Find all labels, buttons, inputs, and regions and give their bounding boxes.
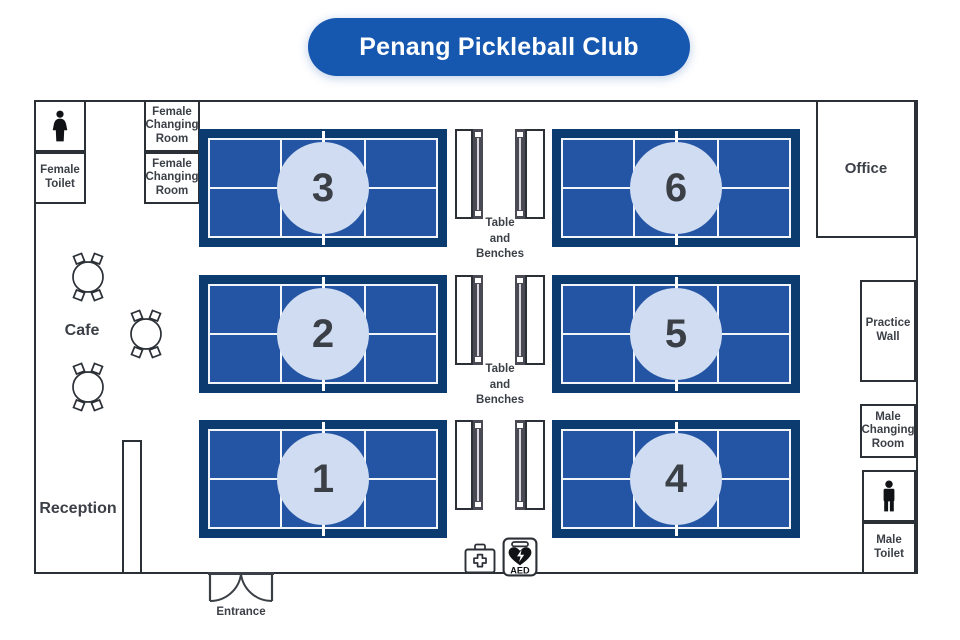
table-and-benches-bottom-left[interactable]	[455, 420, 485, 510]
court-2-number-badge: 2	[277, 288, 369, 380]
first-aid-kit-icon[interactable]	[463, 541, 497, 575]
table-bottom-left	[455, 420, 473, 510]
table-lower-right	[525, 275, 545, 365]
court-4-service-line-left	[563, 478, 634, 480]
court-1-service-line-right	[365, 478, 436, 480]
court-5-number: 5	[664, 312, 688, 356]
court-4-number: 4	[664, 457, 688, 501]
bench-lower-right	[515, 275, 525, 365]
female-changing-room-lower-label: Female Changing Room	[145, 157, 199, 197]
court-6-number: 6	[664, 166, 688, 210]
court-5-number-badge: 5	[630, 288, 722, 380]
bench-upper-left	[473, 129, 483, 219]
bench-bottom-left	[473, 420, 483, 510]
table-and-benches-bottom-right[interactable]	[515, 420, 545, 510]
bench-upper-right	[515, 129, 525, 219]
reception-counter[interactable]	[122, 440, 142, 574]
court-3-number: 3	[311, 166, 335, 210]
bench-lower-left	[473, 275, 483, 365]
entrance-doors[interactable]	[207, 572, 275, 606]
court-3-service-line-right	[365, 187, 436, 189]
male-toilet-icon-box	[862, 470, 916, 522]
female-restroom-icon	[49, 110, 71, 142]
aed-icon[interactable]: AED	[502, 537, 538, 577]
court-2[interactable]: 2	[199, 275, 447, 393]
reception-label: Reception	[39, 500, 117, 517]
court-1-number: 1	[311, 457, 335, 501]
court-1-number-badge: 1	[277, 433, 369, 525]
table-and-benches-lower-right[interactable]	[515, 275, 545, 365]
entrance-label: Entrance	[216, 606, 266, 618]
practice-wall[interactable]: Practice Wall	[860, 280, 916, 382]
cafe-label: Cafe	[64, 322, 100, 339]
female-toilet-icon-box	[34, 100, 86, 152]
court-6-service-line-left	[563, 187, 634, 189]
office-room[interactable]: Office	[816, 100, 916, 238]
court-4-number-badge: 4	[630, 433, 722, 525]
court-4[interactable]: 4	[552, 420, 800, 538]
table-and-benches-upper-right[interactable]	[515, 129, 545, 219]
table-and-benches-upper-left[interactable]	[455, 129, 485, 219]
table-and-benches-upper-label: Table and Benches	[476, 217, 524, 261]
court-1[interactable]: 1	[199, 420, 447, 538]
court-6-number-badge: 6	[630, 142, 722, 234]
female-toilet-room[interactable]: Female Toilet	[34, 152, 86, 204]
male-changing-room-label: Male Changing Room	[861, 410, 915, 450]
table-upper-left	[455, 129, 473, 219]
female-changing-room-upper-label: Female Changing Room	[145, 105, 199, 145]
male-changing-room[interactable]: Male Changing Room	[860, 404, 916, 458]
court-5-service-line-right	[718, 333, 789, 335]
court-4-service-line-right	[718, 478, 789, 480]
cafe-table-2[interactable]	[119, 307, 173, 361]
court-3-number-badge: 3	[277, 142, 369, 234]
cafe-table-1[interactable]	[61, 250, 115, 304]
page-title: Penang Pickleball Club	[359, 32, 639, 61]
page-title-banner: Penang Pickleball Club	[308, 18, 690, 76]
table-lower-left	[455, 275, 473, 365]
table-and-benches-lower-label: Table and Benches	[476, 363, 524, 407]
table-bottom-right	[525, 420, 545, 510]
female-changing-room-upper[interactable]: Female Changing Room	[144, 100, 200, 152]
court-6-service-line-right	[718, 187, 789, 189]
practice-wall-label: Practice Wall	[865, 317, 911, 343]
female-toilet-label: Female Toilet	[40, 164, 80, 190]
office-label: Office	[844, 160, 888, 178]
table-upper-right	[525, 129, 545, 219]
court-1-service-line-left	[210, 478, 281, 480]
table-and-benches-lower-left[interactable]	[455, 275, 485, 365]
court-5-service-line-left	[563, 333, 634, 335]
court-3-service-line-left	[210, 187, 281, 189]
court-2-service-line-right	[365, 333, 436, 335]
male-toilet-label: Male Toilet	[874, 534, 904, 560]
court-3[interactable]: 3	[199, 129, 447, 247]
court-2-number: 2	[311, 312, 335, 356]
court-2-service-line-left	[210, 333, 281, 335]
male-toilet-room[interactable]: Male Toilet	[862, 522, 916, 574]
cafe-table-3[interactable]	[61, 360, 115, 414]
court-6[interactable]: 6	[552, 129, 800, 247]
bench-bottom-right	[515, 420, 525, 510]
court-5[interactable]: 5	[552, 275, 800, 393]
aed-label: AED	[510, 565, 530, 575]
male-restroom-icon	[879, 480, 899, 512]
female-changing-room-lower[interactable]: Female Changing Room	[144, 152, 200, 204]
